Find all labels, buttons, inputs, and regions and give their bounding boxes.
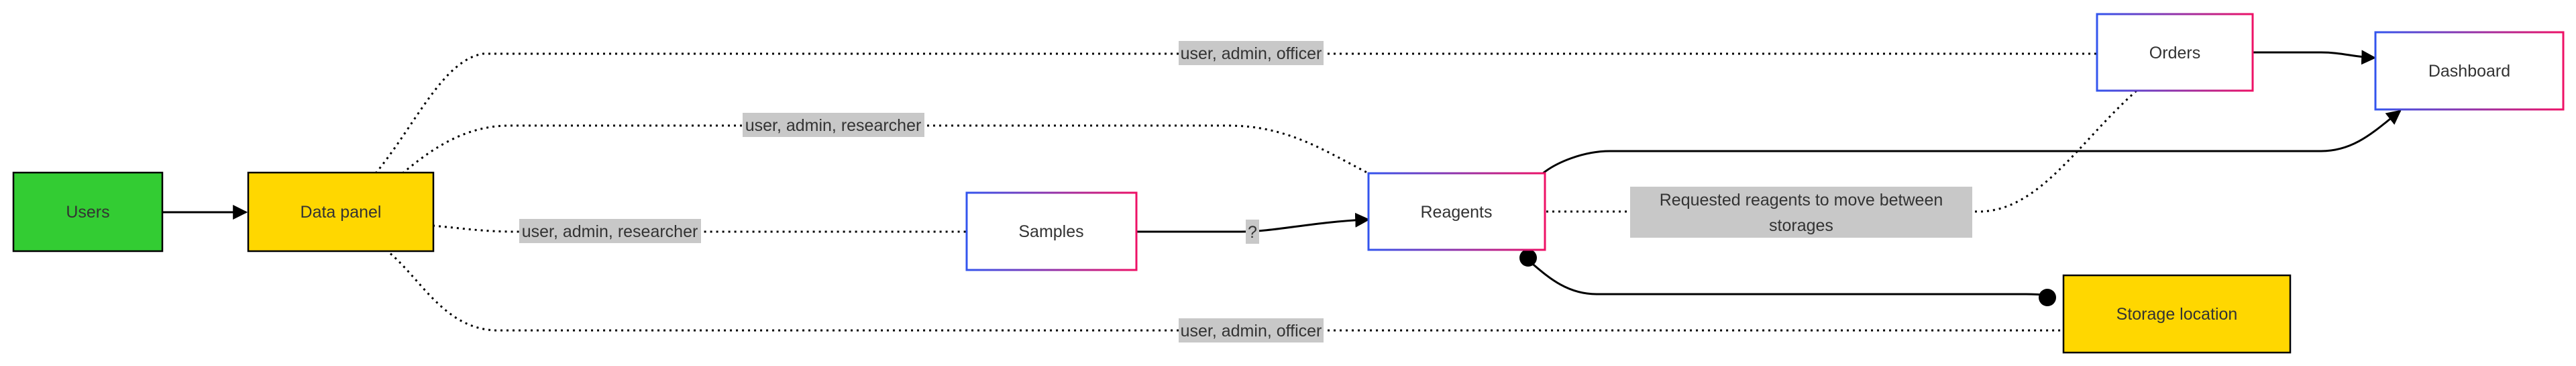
edge-end-circle-storage: [2039, 289, 2056, 306]
node-storage-location: Storage location: [2062, 274, 2292, 354]
edge-label-reagents-orders: Requested reagents to move between stora…: [1630, 187, 1972, 238]
svg-text:Samples: Samples: [1018, 222, 1083, 241]
edge-label-datapanel-storage: user, admin, officer: [1179, 318, 1324, 342]
node-reagents: Reagents: [1367, 172, 1546, 251]
edge-datapanel-samples: [432, 224, 966, 233]
edge-end-circle-reagents: [1519, 249, 1537, 267]
node-dashboard: Dashboard: [2374, 31, 2565, 111]
edge-datapanel-reagents: [402, 124, 1369, 175]
edge-label-samples-reagents: ?: [1246, 220, 1259, 244]
edge-reagents-orders: [1546, 89, 2137, 213]
svg-text:Users: Users: [66, 203, 109, 222]
edge-label-datapanel-samples: user, admin, researcher: [519, 219, 701, 243]
svg-text:user, admin, researcher: user, admin, researcher: [745, 116, 922, 135]
svg-text:user, admin, officer: user, admin, officer: [1181, 322, 1322, 340]
svg-text:Storage location: Storage location: [2116, 305, 2238, 324]
svg-text:Orders: Orders: [2149, 44, 2200, 62]
node-data-panel: Data panel: [247, 171, 435, 253]
edge-orders-dashboard: [2253, 50, 2377, 65]
node-users: Users: [12, 171, 164, 253]
edge-datapanel-storage: [385, 248, 2063, 332]
svg-text:Data panel: Data panel: [301, 203, 382, 222]
edge-label-datapanel-orders: user, admin, officer: [1179, 41, 1324, 65]
svg-text:Reagents: Reagents: [1420, 203, 1492, 222]
edge-datapanel-orders: [374, 52, 2096, 174]
edge-label-datapanel-reagents: user, admin, researcher: [743, 113, 924, 137]
svg-text:Requested reagents to move bet: Requested reagents to move between: [1660, 191, 1943, 210]
edge-reagents-storage: [1525, 257, 2054, 299]
svg-text:user, admin, researcher: user, admin, researcher: [522, 222, 698, 241]
edge-reagents-dashboard: [1542, 109, 2402, 175]
svg-text:storages: storages: [1769, 216, 1833, 235]
node-samples: Samples: [965, 191, 1138, 271]
svg-text:Dashboard: Dashboard: [2428, 62, 2510, 81]
svg-text:user, admin, officer: user, admin, officer: [1181, 44, 1322, 63]
svg-text:?: ?: [1248, 223, 1257, 242]
node-orders: Orders: [2096, 13, 2254, 92]
